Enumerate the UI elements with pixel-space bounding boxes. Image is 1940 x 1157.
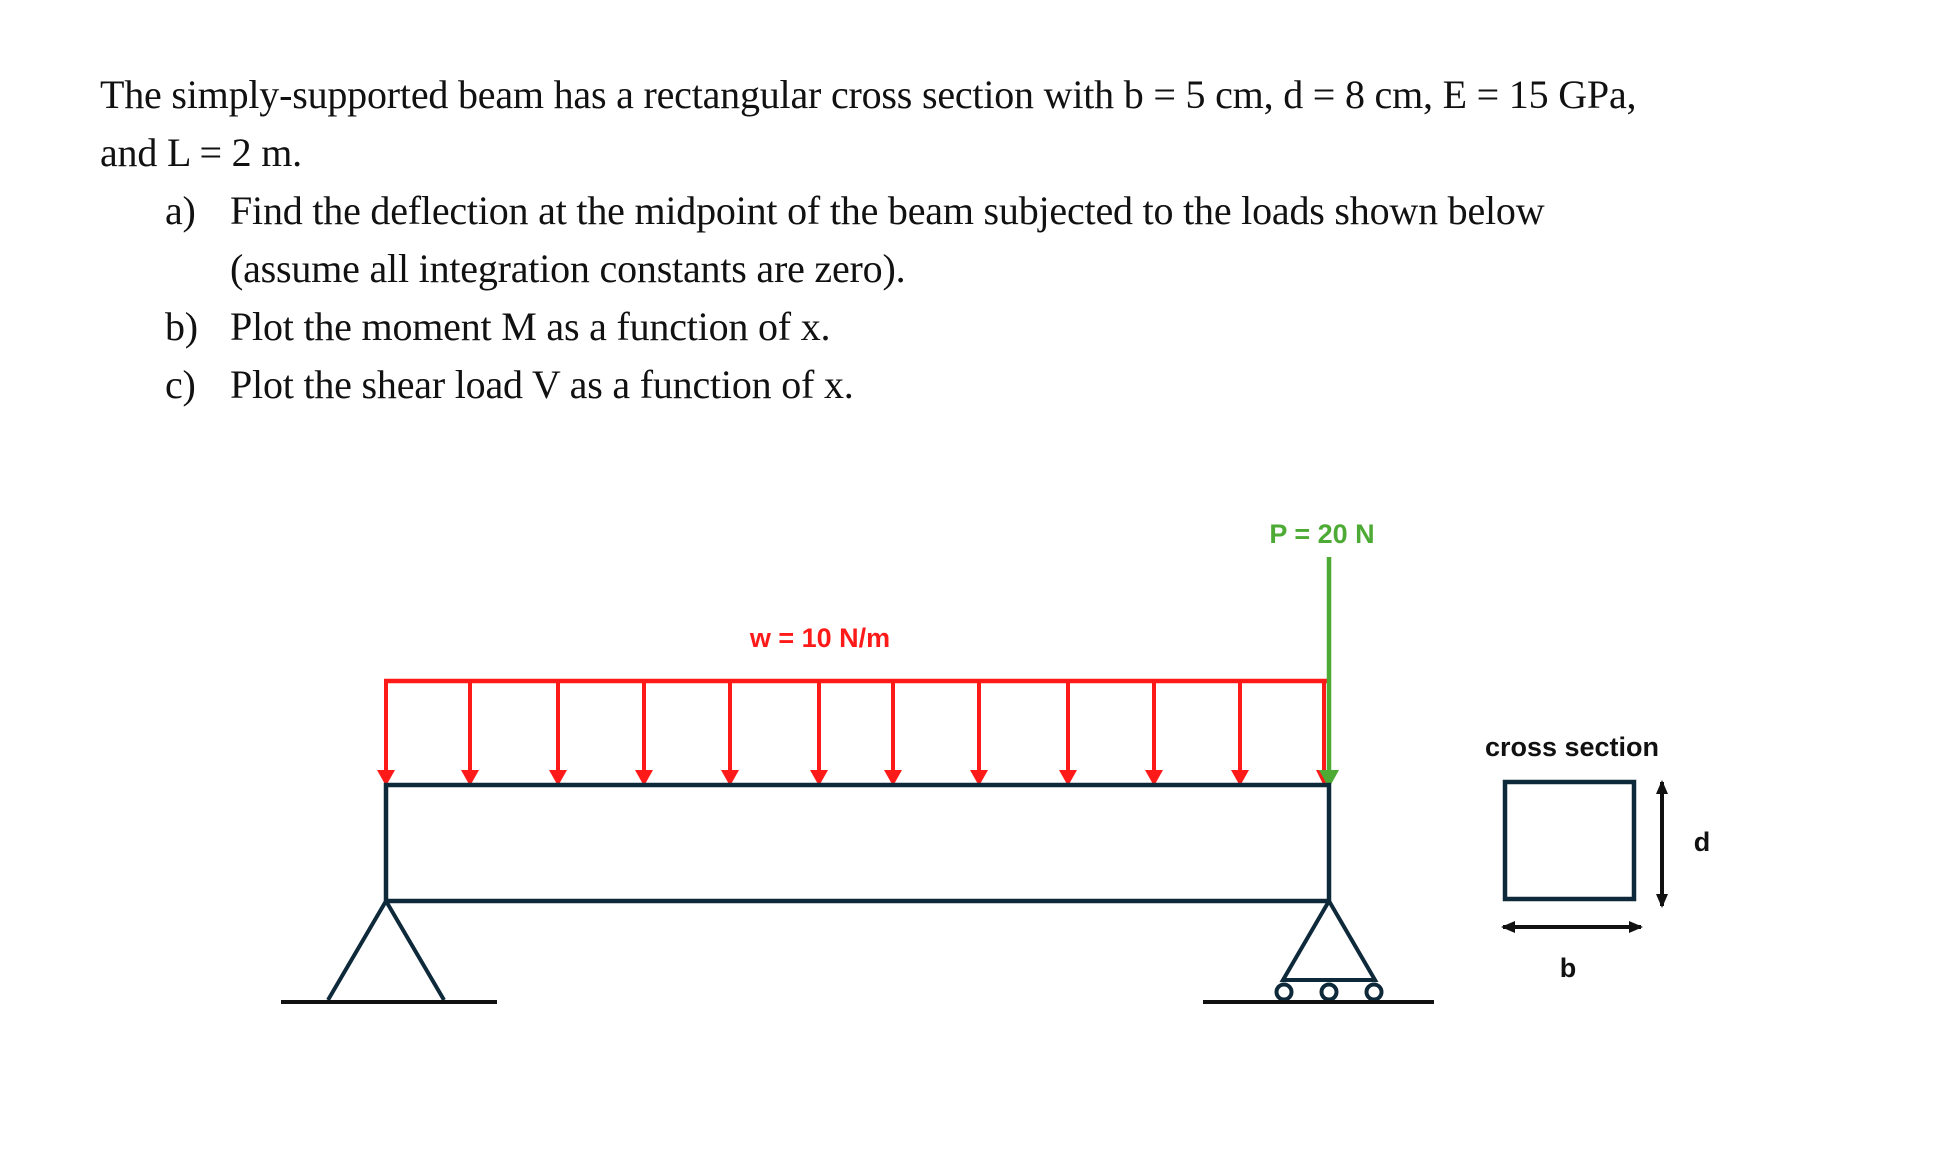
arrow-down-icon: [1231, 681, 1249, 786]
intro-line-1: The simply-supported beam has a rectangu…: [100, 72, 1637, 117]
point-load-label: P = 20 N: [1269, 519, 1374, 549]
roller-wheel: [1274, 982, 1294, 1002]
roller-support: [1274, 897, 1384, 1002]
depth-label: d: [1694, 827, 1711, 857]
point-load-arrow: [1319, 557, 1339, 788]
question-c-text: Plot the shear load V as a function of x…: [230, 362, 854, 407]
question-c-letter: c): [165, 362, 196, 407]
problem-statement: The simply-supported beam has a rectangu…: [100, 66, 1920, 414]
cross-section-rectangle: [1502, 779, 1637, 902]
question-b-text: Plot the moment M as a function of x.: [230, 304, 831, 349]
beam: [383, 782, 1332, 904]
arrow-down-icon: [810, 681, 828, 786]
distributed-load: [377, 678, 1332, 786]
arrow-down-icon: [549, 681, 567, 786]
roller-wheel: [1364, 982, 1384, 1002]
question-a-text-line-1: Find the deflection at the midpoint of t…: [230, 188, 1545, 233]
arrow-down-icon: [635, 681, 653, 786]
arrow-down-icon: [1145, 681, 1163, 786]
arrow-down-icon: [1059, 681, 1077, 786]
intro-line-2: and L = 2 m.: [100, 130, 302, 175]
distributed-load-arrows: [377, 681, 1332, 786]
question-a-letter: a): [165, 188, 196, 233]
arrow-down-icon: [884, 681, 902, 786]
arrow-down-icon: [721, 681, 739, 786]
arrow-down-icon: [461, 681, 479, 786]
question-a: a) Find the deflection at the midpoint o…: [100, 182, 1920, 240]
distributed-load-label: w = 10 N/m: [749, 623, 890, 653]
pin-support: [326, 899, 446, 1002]
question-a-text-line-2: (assume all integration constants are ze…: [230, 246, 906, 291]
arrow-down-icon: [970, 681, 988, 786]
arrow-down-icon: [377, 681, 395, 786]
roller-wheel: [1319, 982, 1339, 1002]
cross-section-title: cross section: [1485, 732, 1659, 762]
width-label: b: [1560, 953, 1577, 983]
question-b-letter: b): [165, 304, 198, 349]
question-a-continuation: (assume all integration constants are ze…: [100, 240, 1920, 298]
question-c: c) Plot the shear load V as a function o…: [100, 356, 1920, 414]
question-b: b) Plot the moment M as a function of x.: [100, 298, 1920, 356]
